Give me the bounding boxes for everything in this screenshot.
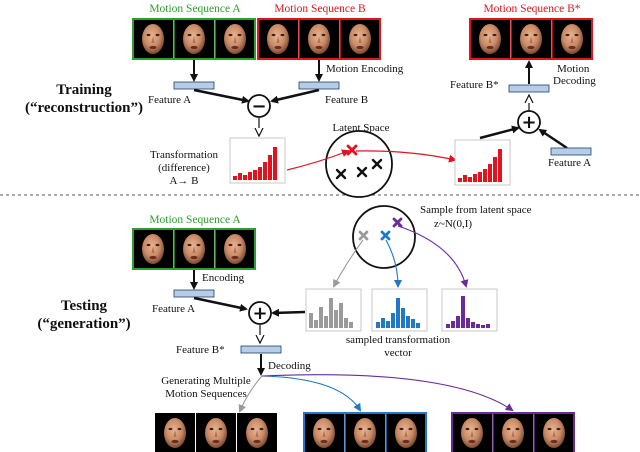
output-blue-arrow	[261, 375, 362, 412]
train-transform-histogram	[229, 137, 286, 184]
feature-b-bar	[298, 81, 340, 90]
face-frame	[196, 413, 236, 452]
face-frame	[534, 413, 574, 452]
sample-gray-arrow	[333, 239, 364, 288]
blue-histogram	[371, 288, 428, 332]
face-frame	[174, 229, 214, 269]
test-plus-operator	[248, 301, 272, 325]
hist-to-latent-arrow	[286, 149, 350, 171]
test-decoding-label: Decoding	[268, 360, 311, 372]
feature-a-right-bar	[550, 147, 592, 156]
training-title: Training	[56, 82, 112, 98]
test-encoding-label: Encoding	[202, 272, 245, 284]
latent-to-hist-arrow	[355, 150, 457, 163]
sample-label-1: Sample from latent space	[420, 204, 532, 216]
output-seq-1	[155, 413, 277, 452]
train-seq-b-frames	[257, 18, 381, 60]
train-seq-a-label: Motion Sequence A	[149, 3, 241, 15]
test-seq-a-frames	[132, 228, 256, 270]
train-seq-b-label: Motion Sequence B	[274, 3, 366, 15]
test-feature-to-plus-arrow	[193, 296, 248, 312]
face-frame	[493, 413, 533, 452]
face-frame	[174, 19, 214, 59]
face-frame	[133, 229, 173, 269]
test-feature-b-star-bar	[240, 345, 282, 354]
feature-a-right-label: Feature A	[548, 157, 591, 169]
sample-points	[358, 217, 403, 241]
sample-blue-arrow	[385, 239, 402, 288]
train-seq-a-frames	[132, 18, 256, 60]
feature-b-star-bar	[508, 84, 550, 93]
feature-b-to-minus-arrow	[270, 88, 320, 104]
face-frame	[155, 413, 195, 452]
generating-label-1: Generating Multiple	[161, 375, 251, 387]
minus-operator	[247, 94, 271, 118]
face-frame	[452, 413, 492, 452]
generating-label-2: Motion Sequences	[165, 388, 247, 400]
face-frame	[345, 413, 385, 452]
sample-point-gray	[358, 230, 369, 241]
face-frame	[215, 19, 255, 59]
training-subtitle: (“reconstruction”)	[25, 100, 143, 116]
output-seq-2	[303, 412, 427, 452]
test-plus-operator-label: +	[252, 303, 267, 324]
sampled-label-2: vector	[384, 347, 412, 359]
sample-label-2: z~N(0,I)	[434, 218, 472, 230]
feature-a-to-minus-arrow	[193, 88, 250, 104]
motion-encoding-label: Motion Encoding	[326, 63, 404, 75]
motion-decoding-label-1: Motion	[557, 63, 590, 75]
output-seq-3	[451, 412, 575, 452]
transformation-label-2: (difference)	[158, 162, 210, 174]
transformation-label-1: Transformation	[150, 149, 219, 161]
feature-a-bar	[173, 81, 215, 90]
test-feature-a-bar	[173, 289, 215, 298]
latent-space-label: Latent Space	[332, 122, 389, 134]
feature-a-to-plus-arrow	[538, 128, 568, 150]
sampled-label-1: sampled transformation	[346, 334, 451, 346]
face-frame	[133, 19, 173, 59]
testing-title: Testing	[61, 298, 108, 314]
face-frame	[511, 19, 551, 59]
face-frame	[299, 19, 339, 59]
test-seq-a-label: Motion Sequence A	[149, 214, 241, 226]
face-frame	[215, 229, 255, 269]
train-seq-b-star-frames	[469, 18, 593, 60]
face-frame	[340, 19, 380, 59]
feature-a-label: Feature A	[148, 94, 191, 106]
test-feature-a-label: Feature A	[152, 303, 195, 315]
transformation-label-3: A→ B	[169, 175, 198, 187]
feature-b-star-label: Feature B*	[450, 79, 499, 91]
face-frame	[258, 19, 298, 59]
test-feature-b-star-label: Feature B*	[176, 344, 225, 356]
sample-point-purple	[392, 217, 403, 228]
purple-histogram	[441, 288, 498, 332]
train-plus-operator-label: +	[521, 112, 536, 133]
testing-subtitle: (“generation”)	[37, 316, 130, 332]
sample-point-blue	[380, 230, 391, 241]
sample-purple-arrow	[397, 225, 469, 288]
face-frame	[304, 413, 344, 452]
latent-space-circle	[325, 130, 393, 198]
face-frame	[470, 19, 510, 59]
latent-point	[356, 166, 368, 178]
train-decoded-histogram	[454, 139, 511, 186]
feature-b-label: Feature B	[325, 94, 368, 106]
gray-histogram	[305, 288, 362, 332]
hist-to-plus-arrow	[479, 125, 520, 140]
face-frame	[237, 413, 277, 452]
output-gray-arrow	[238, 375, 263, 413]
train-seq-b-star-label: Motion Sequence B*	[483, 3, 580, 15]
face-frame	[552, 19, 592, 59]
latent-point	[371, 158, 383, 170]
output-purple-arrow	[261, 374, 514, 412]
face-frame	[386, 413, 426, 452]
latent-point	[335, 168, 347, 180]
test-hist-to-plus-arrow	[271, 308, 306, 317]
motion-decoding-label-2: Decoding	[553, 75, 596, 87]
latent-points	[335, 144, 383, 180]
minus-operator-label: −	[251, 96, 266, 117]
